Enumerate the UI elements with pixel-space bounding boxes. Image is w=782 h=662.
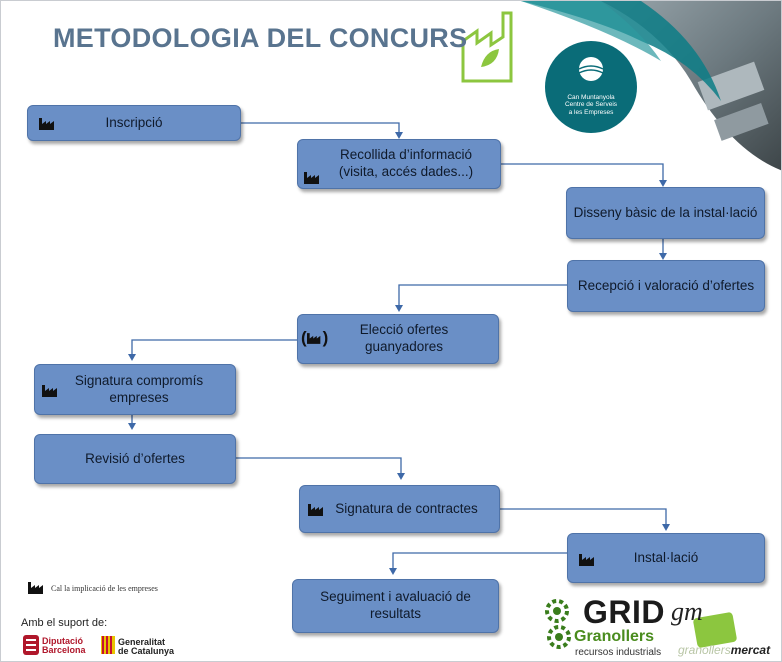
step-label: Inscripció bbox=[105, 114, 163, 130]
legend-factory-icon bbox=[28, 582, 43, 594]
legend-text: Cal la implicació de les empreses bbox=[51, 584, 158, 593]
step-label: Recollida d’informació (visita, accés da… bbox=[338, 147, 474, 179]
generalitat-emblem bbox=[101, 636, 115, 654]
factory-icon bbox=[308, 504, 323, 516]
arrow-1-2 bbox=[239, 122, 400, 134]
factory-leaf-logo bbox=[461, 11, 513, 83]
granollers-mercat-text: granollersmercat bbox=[678, 643, 771, 657]
step-seguiment-avaluacio: Seguiment i avaluació de resultats bbox=[292, 579, 499, 633]
factory-icon bbox=[304, 172, 319, 184]
step-label: Instal·lació bbox=[633, 549, 699, 565]
factory-icon bbox=[39, 118, 54, 130]
step-inscripcio: Inscripció bbox=[27, 105, 241, 141]
grid-granollers-text: Granollers bbox=[574, 628, 655, 645]
arrow-2-3 bbox=[499, 163, 664, 182]
gm-logo-mark bbox=[693, 612, 737, 648]
arrow-4-5 bbox=[398, 284, 567, 307]
step-eleccio-ofertes: () Elecció ofertes guanyadores bbox=[297, 314, 499, 364]
step-disseny-basic: Disseny bàsic de la instal·lació bbox=[566, 187, 765, 239]
generalitat-logo-text: Generalitat de Catalunya bbox=[118, 637, 175, 657]
step-label: Disseny bàsic de la instal·lació bbox=[573, 204, 758, 220]
arrow-8-9 bbox=[498, 508, 667, 526]
gm-logo-text: gm bbox=[671, 597, 703, 626]
can-muntanyola-text: Can Muntanyola Centre de Serveis a les E… bbox=[564, 94, 618, 116]
step-label: Revisió d’ofertes bbox=[85, 450, 185, 466]
gear-icon bbox=[545, 599, 571, 649]
factory-icon bbox=[579, 554, 594, 566]
grid-logo-text: GRID bbox=[583, 594, 665, 630]
step-revisio-ofertes: Revisió d’ofertes bbox=[34, 434, 236, 484]
step-recepcio-valoracio: Recepció i valoració d’ofertes bbox=[567, 260, 765, 312]
step-signatura-compromis: Signatura compromís empreses bbox=[34, 364, 236, 415]
support-label: Amb el suport de: bbox=[21, 617, 108, 629]
step-signatura-contractes: Signatura de contractes bbox=[299, 485, 500, 533]
step-label: Recepció i valoració d’ofertes bbox=[577, 277, 755, 293]
grid-tagline: recursos industrials bbox=[575, 647, 662, 658]
step-label: Signatura compromís empreses bbox=[74, 372, 204, 405]
step-label: Elecció ofertes guanyadores bbox=[359, 322, 449, 354]
step-label: Seguiment i avaluació de resultats bbox=[320, 589, 471, 621]
step-recollida-informacio: Recollida d’informació (visita, accés da… bbox=[297, 139, 501, 189]
step-installacio: Instal·lació bbox=[567, 533, 765, 583]
arrow-9-10 bbox=[392, 552, 567, 570]
page-title: METODOLOGIA DEL CONCURS bbox=[53, 23, 468, 53]
arrow-7-8 bbox=[234, 457, 402, 475]
diputacio-logo-text: Diputació Barcelona bbox=[42, 636, 86, 656]
header-decoration bbox=[521, 1, 781, 171]
can-muntanyola-logo bbox=[545, 41, 637, 133]
factory-icon bbox=[42, 385, 57, 397]
arrow-5-6 bbox=[131, 339, 297, 356]
step-label: Signatura de contractes bbox=[335, 500, 478, 516]
factory-icon-parenthesized: () bbox=[301, 328, 329, 347]
diputacio-emblem bbox=[23, 635, 39, 655]
